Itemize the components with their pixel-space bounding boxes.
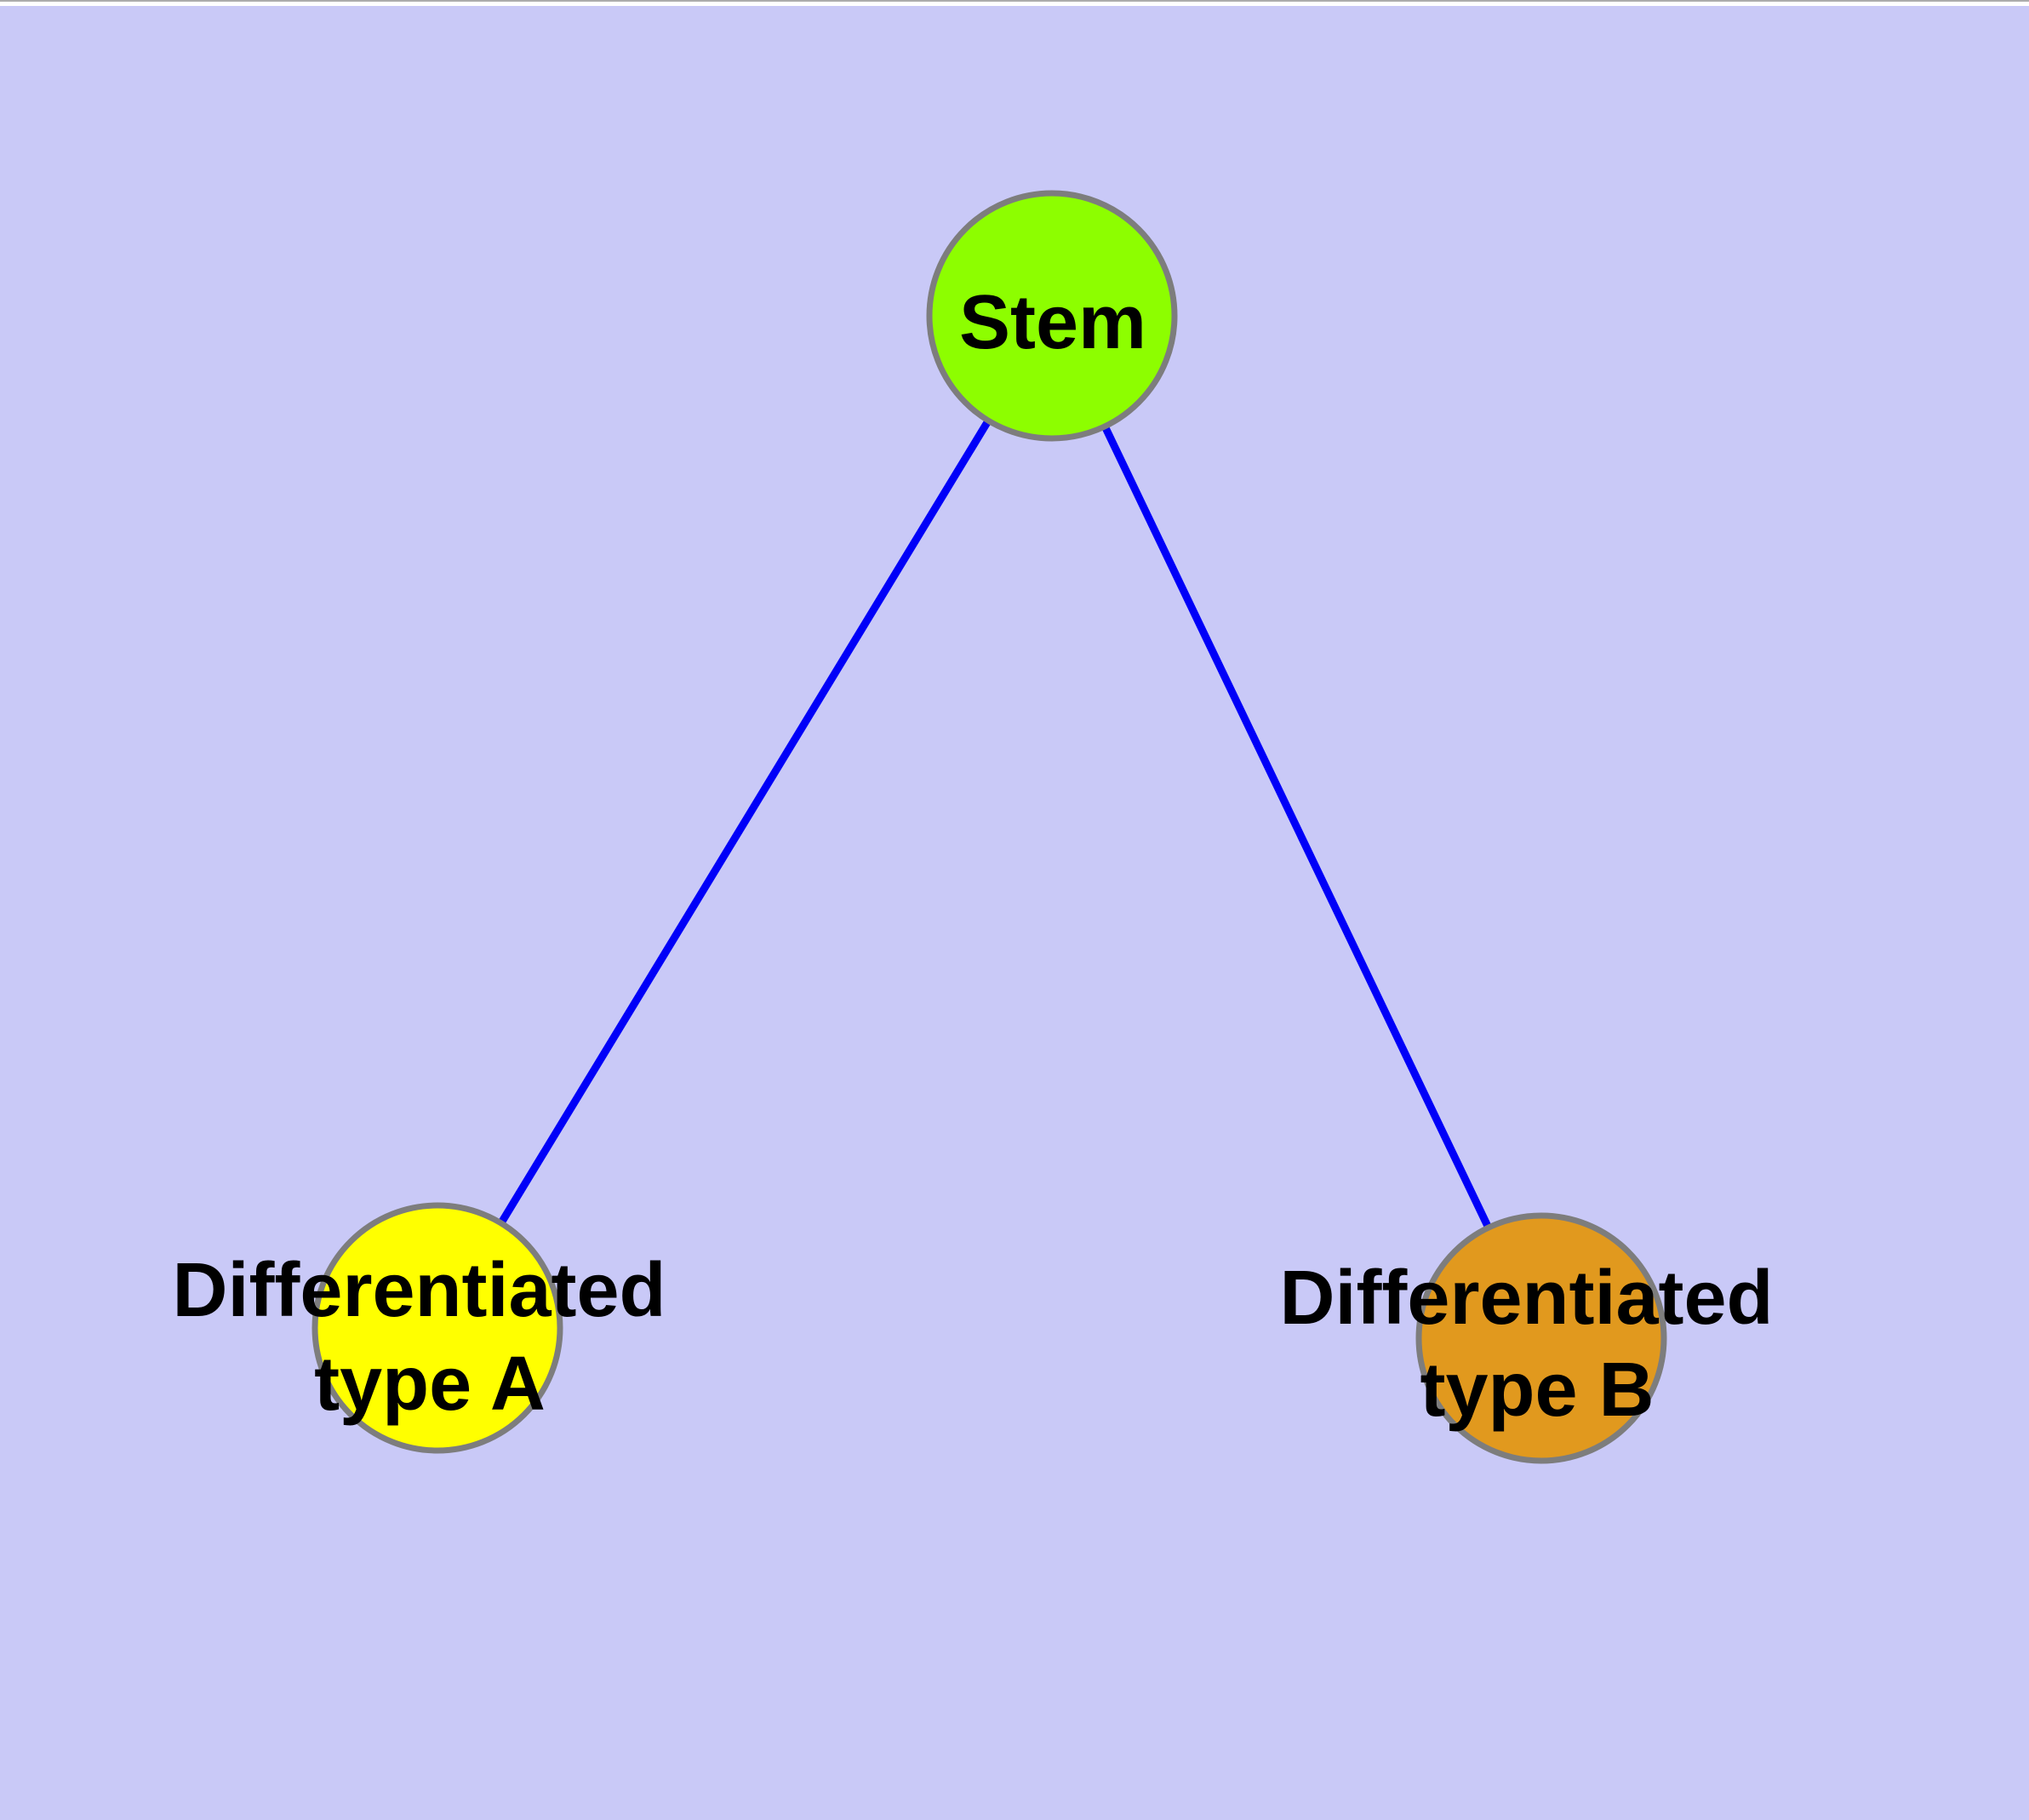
node-label-differentiated-type-b: Differentiated type B [1279, 1256, 1794, 1433]
node-label-type-b-line1: Differentiated [1279, 1256, 1773, 1341]
node-layer [311, 190, 1667, 1464]
node-stem [926, 190, 1178, 442]
node-differentiated-type-b [1415, 1212, 1667, 1464]
label-layer: Stem Differentiated type A Differentiate… [172, 280, 1794, 1433]
window-top-hairline [0, 0, 2029, 2]
edge-layer [434, 313, 1546, 1340]
window-top-strip [0, 0, 2029, 6]
edge-stem-to-type-a [434, 313, 1055, 1331]
node-label-differentiated-type-a: Differentiated type A [172, 1248, 687, 1427]
node-label-type-a-line2: type A [314, 1342, 546, 1427]
edge-stem-to-type-b [1048, 314, 1546, 1340]
node-label-stem: Stem [959, 280, 1146, 365]
node-label-type-b-line2: type B [1420, 1348, 1654, 1433]
node-label-type-a-line1: Differentiated [172, 1248, 666, 1333]
node-differentiated-type-a [311, 1202, 563, 1454]
